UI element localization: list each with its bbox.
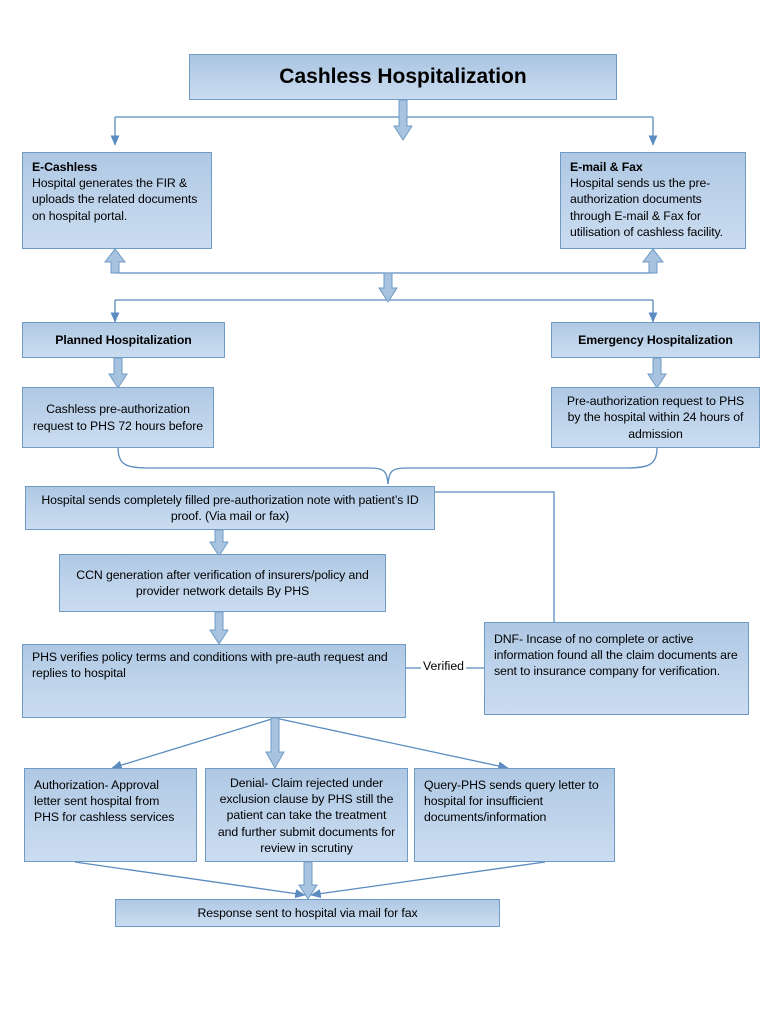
- email-fax-body: Hospital sends us the pre-authorization …: [570, 176, 723, 239]
- planned-hospitalization-label: Planned Hospitalization: [55, 332, 192, 347]
- node-planned-request: Cashless pre-authorization request to PH…: [22, 387, 214, 448]
- emergency-hospitalization-label: Emergency Hospitalization: [578, 332, 733, 347]
- node-dnf: DNF- Incase of no complete or active inf…: [484, 622, 749, 715]
- node-authorization: Authorization- Approval letter sent hosp…: [24, 768, 197, 862]
- node-e-cashless: E-Cashless Hospital generates the FIR & …: [22, 152, 212, 249]
- planned-request-label: Cashless pre-authorization request to PH…: [33, 402, 203, 433]
- node-preauth-note: Hospital sends completely filled pre-aut…: [25, 486, 435, 530]
- e-cashless-body: Hospital generates the FIR & uploads the…: [32, 176, 198, 223]
- node-planned-hospitalization: Planned Hospitalization: [22, 322, 225, 358]
- node-response: Response sent to hospital via mail for f…: [115, 899, 500, 927]
- denial-label: Denial- Claim rejected under exclusion c…: [217, 776, 396, 855]
- authorization-label: Authorization- Approval letter sent hosp…: [34, 778, 175, 825]
- preauth-note-label: Hospital sends completely filled pre-aut…: [41, 492, 419, 523]
- title-box: Cashless Hospitalization: [189, 54, 617, 100]
- response-label: Response sent to hospital via mail for f…: [197, 905, 418, 920]
- e-cashless-heading: E-Cashless: [32, 160, 98, 174]
- node-query: Query-PHS sends query letter to hospital…: [414, 768, 615, 862]
- node-emergency-request: Pre-authorization request to PHS by the …: [551, 387, 760, 448]
- query-label: Query-PHS sends query letter to hospital…: [424, 778, 599, 825]
- node-email-fax: E-mail & Fax Hospital sends us the pre-a…: [560, 152, 746, 249]
- node-phs-verifies: PHS verifies policy terms and conditions…: [22, 644, 406, 718]
- node-denial: Denial- Claim rejected under exclusion c…: [205, 768, 408, 862]
- node-emergency-hospitalization: Emergency Hospitalization: [551, 322, 760, 358]
- email-fax-heading: E-mail & Fax: [570, 160, 643, 174]
- emergency-request-label: Pre-authorization request to PHS by the …: [566, 394, 745, 441]
- node-ccn-generation: CCN generation after verification of ins…: [59, 554, 386, 612]
- edge-label-verified: Verified: [421, 659, 467, 673]
- title-text: Cashless Hospitalization: [279, 65, 527, 88]
- phs-verifies-label: PHS verifies policy terms and conditions…: [32, 650, 388, 681]
- ccn-generation-label: CCN generation after verification of ins…: [76, 567, 369, 598]
- dnf-label: DNF- Incase of no complete or active inf…: [494, 632, 738, 679]
